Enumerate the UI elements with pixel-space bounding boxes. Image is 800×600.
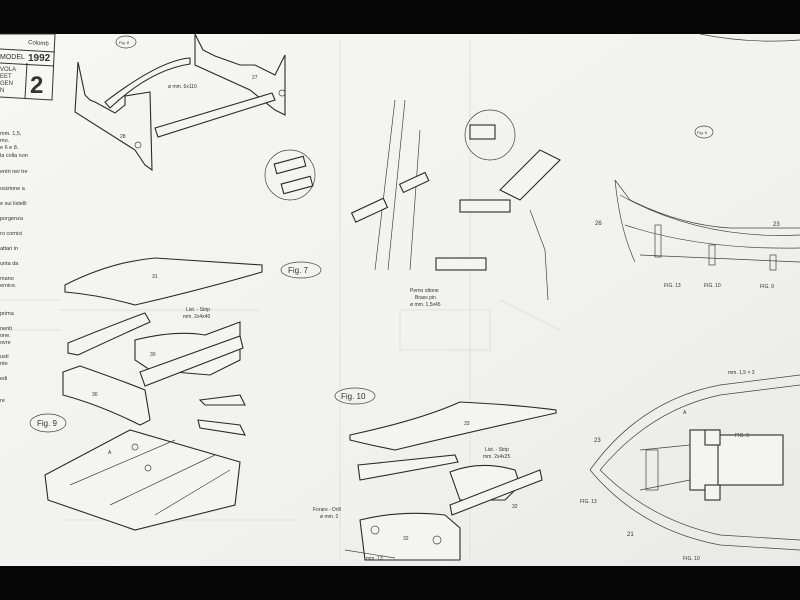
fig10-drill-size: ø mm. 2 [320,514,339,520]
fig10-strip-label: List. - Strip [485,447,509,453]
model-label: MODEL [0,54,25,61]
instruction-line: edi [0,376,7,382]
fig6-part-26: 26 [595,221,602,227]
instruction-line: re [0,398,5,404]
instruction-line: mo. [0,138,10,144]
fig6-label: Fig. 6 [697,130,708,135]
instruction-line: ernice. [0,283,17,289]
instruction-line: la colla non [0,153,28,159]
fig8-part-28: 28 [120,134,126,140]
fig10-part-32b: 32 [403,536,409,542]
figure-7-rudder-hinges: Fig. 7 Perno ottone Brass pin ø mm. 1,5x… [264,99,561,308]
instruction-line: mm. 1,5, [0,131,22,137]
sheet-label-3: GEN [0,81,13,87]
instruction-line: one. [0,333,11,339]
figure-8-frame-assembly: Fig. 8 27 28 ø mm. 6x110 [74,33,286,172]
instruction-line: nte [0,361,8,367]
instruction-line: usti [0,354,9,360]
fig9-strip-label: List. - Strip [186,307,210,313]
instruction-line: ovre [0,340,11,346]
plan-part-21: 21 [627,532,634,538]
plan-ref-10: FIG. 10 [683,556,700,562]
instruction-line: osizione a [0,186,26,192]
plan-part-23: 23 [594,438,601,444]
fig8-rod-dimension: ø mm. 6x110 [168,84,197,90]
instruction-line: ro cornici [0,231,22,237]
bleed-through-lines [0,40,561,560]
instruction-line: prima [0,311,15,317]
fig10-part-33: 33 [464,421,470,427]
sheet-number: 2 [30,72,43,99]
fig6-ref-13: FIG. 13 [664,283,681,289]
plan-ref-13: FIG. 13 [580,499,597,505]
instruction-line: mano [0,276,14,282]
fig6-ref-9: FIG. 9 [760,284,774,290]
instruction-line: attari in [0,246,18,252]
fig8-label: Fig. 8 [119,40,130,45]
fig9-marker-a: A [108,450,112,456]
instruction-line: e sui listelli [0,201,27,207]
plan-marker-a: A [683,410,687,416]
figure-10-exploded-assembly: Fig. 10 33 32 List. - Strip mm. 2x4x25 3… [313,387,557,562]
figure-6-hull-profile: Fig. 6 26 23 FIG. 13 FIG. 10 FIG. 9 [595,125,800,290]
fig9-strip-size: mm. 2x4x40 [183,314,210,320]
title-block: Colomb MODEL 1992 VOLA EET GEN N 2 [0,33,56,101]
fig10-part-32a: 32 [512,504,518,510]
deck-plan-view: mm. 1,5 × 3 23 21 FIG. 9 FIG. 13 FIG. 10… [580,370,800,562]
plan-wire-label: mm. 1,5 × 3 [728,370,755,376]
fig7-pin-it: Perno ottone [410,288,439,294]
instruction-line: nenti [0,326,12,332]
fig7-pin-en: Brass pin [415,295,436,301]
instruction-line: entri nei tre [0,169,28,175]
fig7-pin-size: ø mm. 1,5x45 [410,302,441,308]
model-year: 1992 [28,53,51,64]
brand-text: Colomb [28,40,50,47]
figure-9-exploded-assembly: 31 30 30 List. - Strip mm. 2x4x40 Fig. 9… [29,257,263,531]
fig9-part-31: 31 [152,274,158,280]
instruction-line: e 6 e 8. [0,145,19,151]
fig10-drill-label: Forare - Drill [313,507,341,513]
sheet-label-2: EET [0,74,12,80]
instruction-line: porgenza [0,216,24,222]
fig10-strip-size: mm. 2x4x25 [483,454,510,460]
sheet-label-4: N [0,88,4,94]
fig9-part-30a: 30 [150,352,156,358]
instruction-text-column: mm. 1,5, mo. e 6 e 8. la colla non entri… [0,131,28,404]
fig10-label: Fig. 10 [341,392,366,401]
fig7-label: Fig. 7 [288,266,309,275]
sheet-label-1: VOLA [0,67,16,73]
fig6-ref-10: FIG. 10 [704,283,721,289]
plan-ref-9: FIG. 9 [735,433,749,439]
fig9-part-30b: 30 [92,392,98,398]
fig9-label: Fig. 9 [37,419,58,428]
fig10-dimension: mm. 13 [366,556,383,562]
fig6-part-23: 23 [773,222,780,228]
fig8-part-27: 27 [252,75,258,81]
instruction-line: unta da [0,261,19,267]
